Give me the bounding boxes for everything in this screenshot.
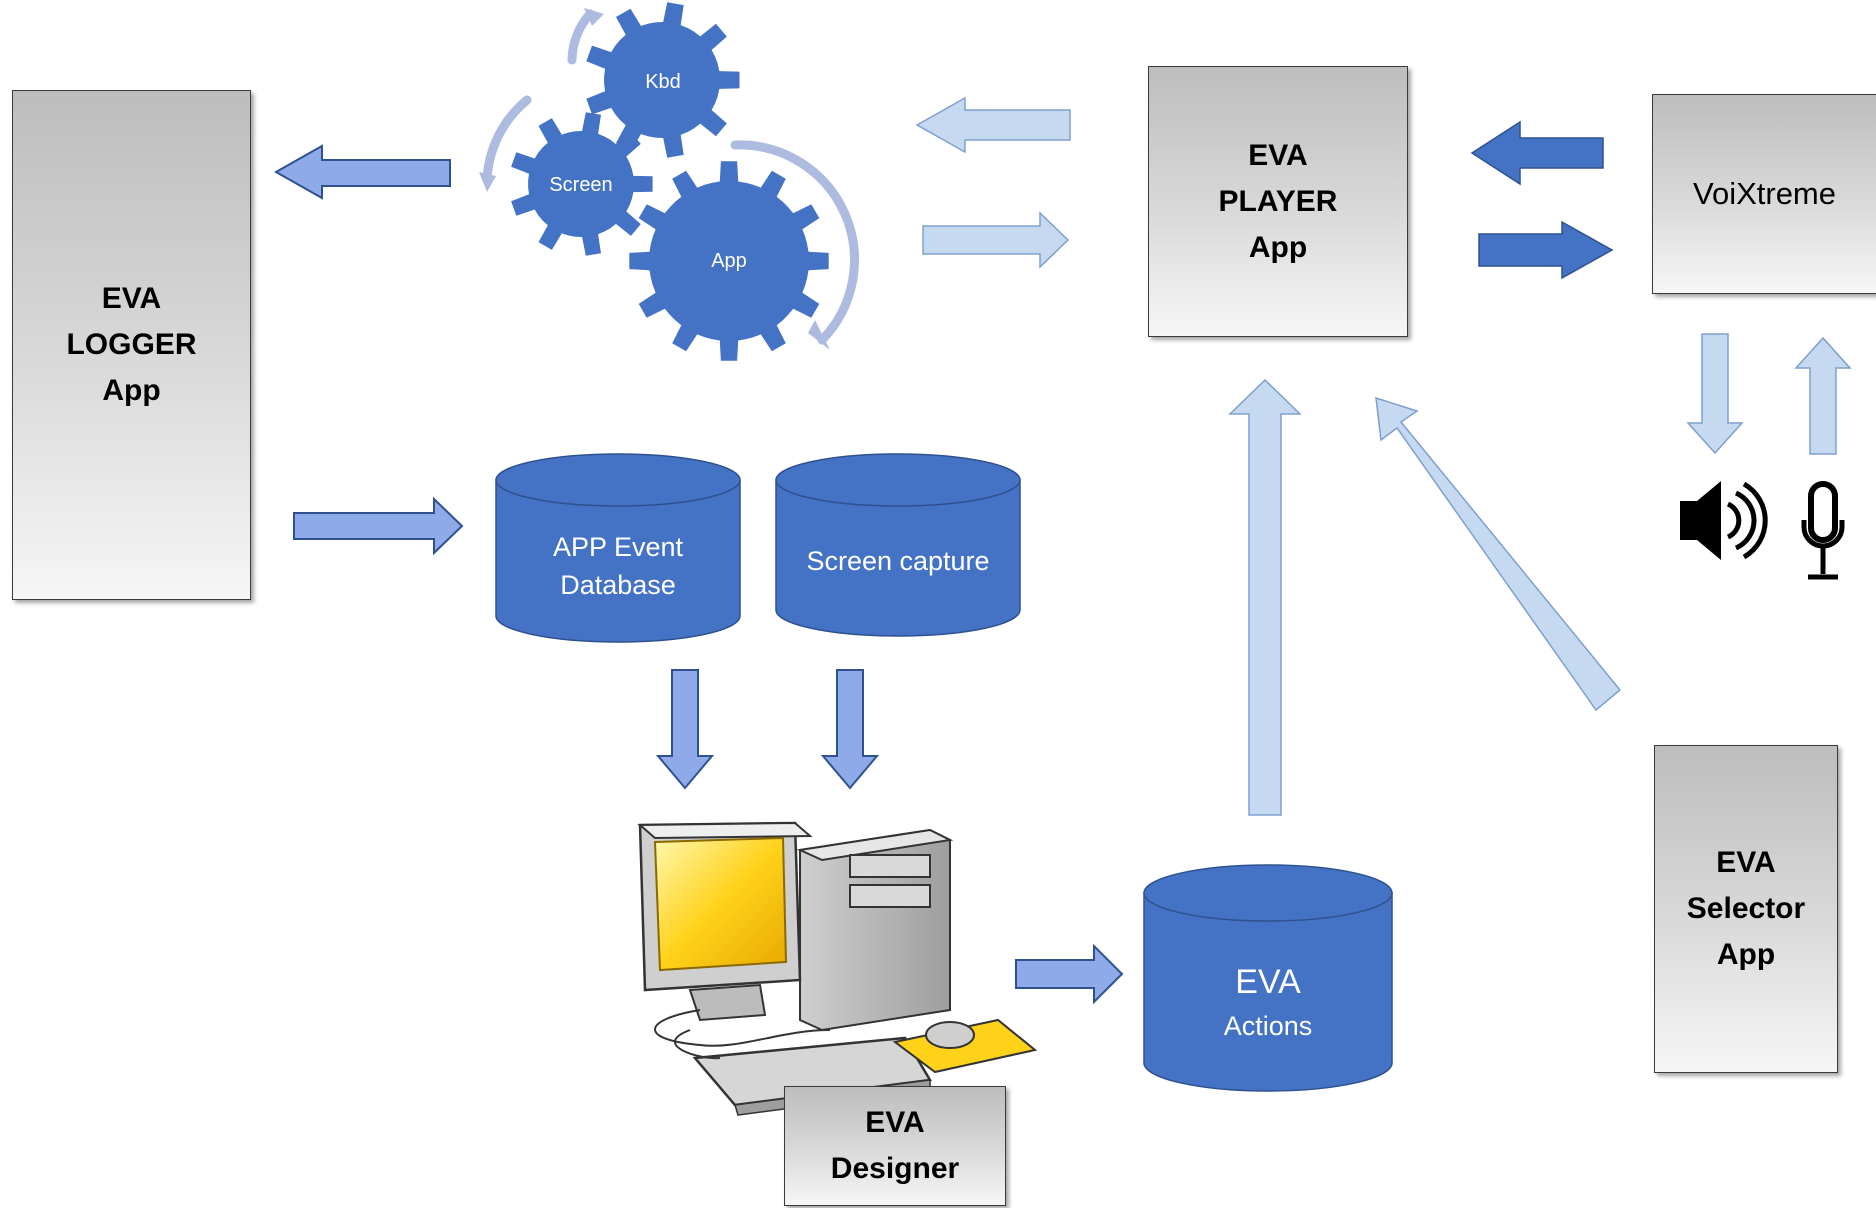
arrow-logger-to-event-db <box>293 496 464 556</box>
swirl-head-2 <box>584 8 604 26</box>
arrow-player-to-gears <box>915 96 1071 154</box>
gear-label-kbd: Kbd <box>645 71 681 93</box>
arrow-selector-to-player <box>1375 396 1622 712</box>
gear-label-screen: Screen <box>549 174 612 196</box>
arrow-designer-to-actions <box>1015 943 1124 1005</box>
gears-cluster <box>511 2 829 361</box>
gear-kbd <box>586 2 740 158</box>
app-event-database: APP Event Database <box>495 453 741 643</box>
gear-screen <box>511 112 653 256</box>
arrow-actions-to-player <box>1228 378 1302 816</box>
gear-app <box>629 161 829 361</box>
app-event-db-label-line2: Database <box>560 570 676 600</box>
gear-rotation-arrows <box>482 9 859 345</box>
gear-label-app: App <box>711 250 747 272</box>
arrow-to-logger <box>273 144 451 200</box>
screen-capture-db-label: Screen capture <box>806 546 989 576</box>
arrow-screen-capture-to-designer <box>820 669 880 790</box>
voixtreme-label: VoiXtreme <box>1692 176 1836 211</box>
arrow-voixtreme-to-speaker <box>1686 333 1744 455</box>
eva-selector-app-label: EVA Selector App <box>1686 846 1806 971</box>
arrow-gears-to-player <box>922 211 1070 269</box>
eva-designer-box: EVA Designer <box>784 1086 1006 1206</box>
eva-actions-db-label-line2: Actions <box>1224 1011 1313 1041</box>
screen-capture-database: Screen capture <box>775 453 1021 637</box>
swirl-head-1 <box>808 320 830 350</box>
arrow-event-db-to-designer <box>655 669 715 790</box>
eva-selector-app-box: EVA Selector App <box>1654 745 1838 1073</box>
eva-logger-app-box: EVA LOGGER App <box>12 90 251 600</box>
eva-designer-label: EVA Designer <box>830 1106 960 1185</box>
eva-player-app-box: EVA PLAYER App <box>1148 66 1408 337</box>
swirl-head-3 <box>479 172 496 192</box>
arrow-player-to-voixtreme <box>1478 220 1614 280</box>
eva-logger-app-label: EVA LOGGER App <box>66 282 197 407</box>
microphone-icon <box>1801 481 1845 580</box>
eva-player-app-label: EVA PLAYER App <box>1218 138 1338 264</box>
arrow-mic-to-voixtreme <box>1794 336 1852 455</box>
arrow-voixtreme-to-player <box>1470 120 1604 186</box>
app-event-db-label-line1: APP Event <box>553 532 684 562</box>
eva-actions-db-label-line1: EVA <box>1235 963 1301 1001</box>
desktop-computer-icon <box>637 821 1038 1116</box>
voixtreme-box: VoiXtreme <box>1652 94 1876 294</box>
eva-actions-database: EVA Actions <box>1143 864 1393 1092</box>
speaker-icon <box>1680 481 1768 560</box>
